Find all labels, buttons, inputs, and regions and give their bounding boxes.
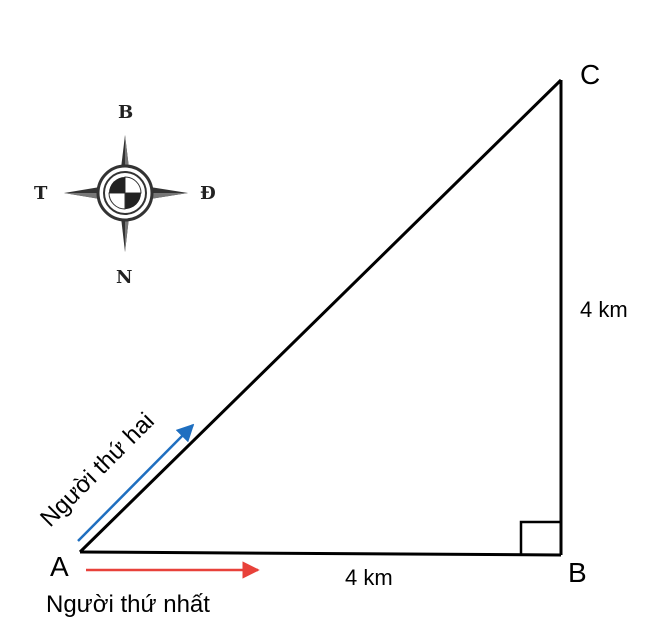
vertex-label-b: B (568, 557, 587, 588)
compass-north-label: B (118, 102, 133, 123)
first-walker-label: Người thứ nhất (46, 591, 210, 618)
right-triangle (78, 78, 563, 557)
segment-ab (79, 550, 562, 557)
segment-ac (78, 78, 563, 554)
length-label-ab: 4 km (345, 565, 393, 590)
compass-rose-icon (64, 135, 188, 252)
length-label-bc: 4 km (580, 297, 628, 322)
compass-west-label: T (34, 183, 48, 204)
second-walker-arrow (77, 423, 195, 542)
right-angle-marker (519, 520, 561, 555)
second-walker-label: Người thứ hai (35, 408, 160, 533)
vertex-label-c: C (580, 59, 600, 90)
compass-south-label: N (116, 267, 132, 288)
vertex-label-a: A (50, 551, 69, 582)
compass-east-label: Đ (200, 183, 216, 204)
